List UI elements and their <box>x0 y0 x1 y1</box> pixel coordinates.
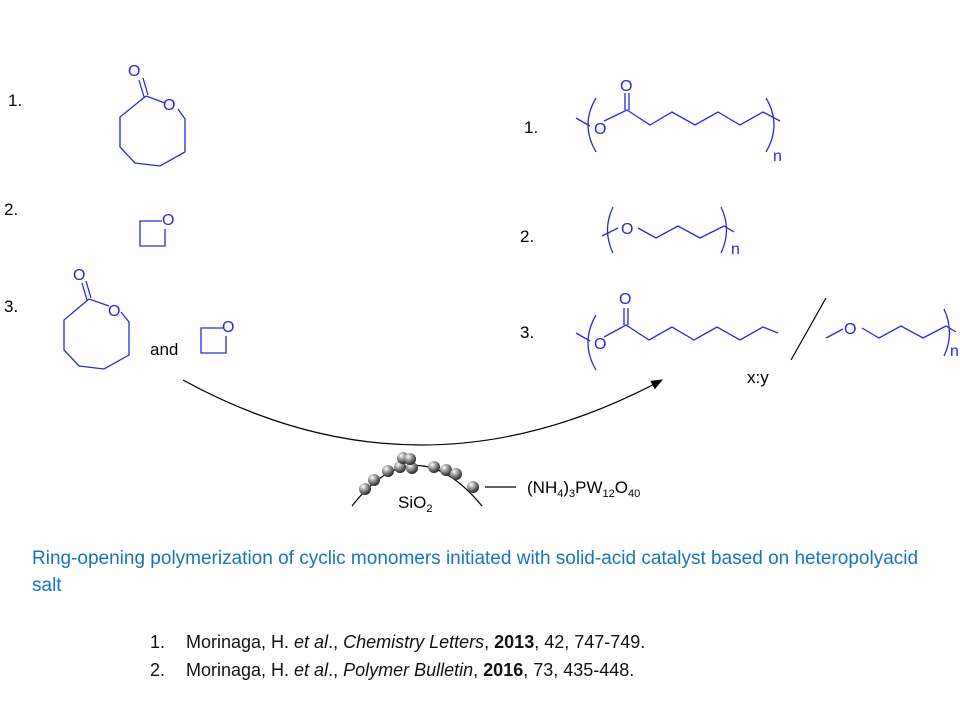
reference-etal: et al <box>294 660 329 680</box>
polymer-label-2: 2. <box>520 227 534 246</box>
reference-authors: Morinaga, H. <box>186 632 295 652</box>
reference-item: 2. Morinaga, H. et al., Polymer Bulletin,… <box>150 656 645 684</box>
ether-oxygen: O <box>844 321 856 338</box>
reference-item: 1. Morinaga, H. et al., Chemistry Letters… <box>150 628 645 656</box>
ring-oxygen: O <box>108 303 120 320</box>
oxetane-structure: O <box>139 212 174 247</box>
reference-etal: et al <box>294 632 329 652</box>
reference-separator: , <box>484 632 495 652</box>
reference-separator: ., <box>328 632 344 652</box>
ether-oxygen: O <box>621 221 633 238</box>
polymer-label-1: 1. <box>524 118 538 137</box>
carbonyl-oxygen: O <box>619 291 631 308</box>
reference-volume-pages: , 73, 435-448. <box>523 660 635 680</box>
monomer-label-3: 3. <box>4 297 18 316</box>
ring-oxygen: O <box>163 97 175 114</box>
reference-year: 2016 <box>483 660 524 680</box>
caprolactone-structure-3: O O <box>63 267 130 370</box>
figure-caption: Ring-opening polymerization of cyclic mo… <box>32 548 919 596</box>
and-text: and <box>150 340 178 359</box>
copolymer-structure: O O O n <box>575 291 959 371</box>
reference-journal: Polymer Bulletin <box>343 660 474 680</box>
reaction-scheme: 1. 2. 3. O O O O O and O 1. 2. 3. <box>4 63 959 515</box>
reference-authors: Morinaga, H. <box>186 660 295 680</box>
repeat-n: n <box>950 343 959 360</box>
ester-oxygen: O <box>594 121 606 138</box>
carbonyl-oxygen: O <box>73 267 85 284</box>
polymer-label-3: 3. <box>520 323 534 342</box>
support-label: SiO2 <box>398 493 432 515</box>
monomer-label-2: 2. <box>4 200 18 219</box>
caprolactone-structure-1: O O <box>119 63 186 167</box>
reference-volume-pages: , 42, 747-749. <box>534 632 646 652</box>
polycaprolactone-structure: O O n <box>575 78 782 165</box>
catalyst-formula: (NH4)3PW12O40 <box>527 478 640 500</box>
reference-separator: ., <box>328 660 344 680</box>
ratio-label: x:y <box>747 368 769 387</box>
monomer-label-1: 1. <box>8 91 22 110</box>
oxetane-structure: O <box>200 319 234 354</box>
catalyst-particles <box>359 452 479 495</box>
oxetane-oxygen: O <box>222 319 234 336</box>
reference-list: 1. Morinaga, H. et al., Chemistry Letters… <box>150 628 645 684</box>
repeat-n: n <box>773 148 782 165</box>
reference-year: 2013 <box>494 632 535 652</box>
reaction-arrow <box>182 379 664 446</box>
reference-number: 2. <box>150 660 166 680</box>
carbonyl-oxygen: O <box>620 78 632 95</box>
reference-journal: Chemistry Letters <box>343 632 485 652</box>
repeat-n: n <box>731 241 740 258</box>
ester-oxygen: O <box>594 336 606 353</box>
carbonyl-oxygen: O <box>128 63 140 80</box>
silica-supported-catalyst: SiO2 (NH4)3PW12O40 <box>351 452 640 515</box>
reference-separator: , <box>473 660 484 680</box>
reference-number: 1. <box>150 632 166 652</box>
oxetane-oxygen: O <box>162 212 174 229</box>
polyoxetane-structure: O n <box>601 206 740 258</box>
